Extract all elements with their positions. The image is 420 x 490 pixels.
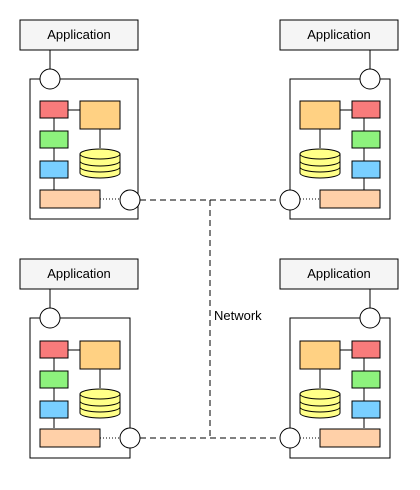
red-component <box>39 100 69 119</box>
database-icon <box>79 148 121 179</box>
blue-component <box>351 400 381 419</box>
application-port <box>39 307 61 329</box>
application-label: Application <box>307 266 371 281</box>
orange-component <box>79 100 121 130</box>
application-port <box>39 68 61 90</box>
database-icon <box>79 388 121 419</box>
network-links <box>140 199 280 439</box>
database-icon <box>299 388 341 419</box>
network-adapter-block <box>39 189 101 209</box>
network-adapter-block <box>39 428 101 448</box>
red-component <box>39 340 69 359</box>
network-port <box>119 427 141 449</box>
network-port <box>279 427 301 449</box>
node-bottom-left: Application <box>19 258 141 459</box>
orange-component <box>299 340 341 370</box>
red-component <box>351 100 381 119</box>
red-component <box>351 340 381 359</box>
orange-component <box>299 100 341 130</box>
network-port <box>279 189 301 211</box>
green-component <box>39 370 69 389</box>
blue-component <box>39 400 69 419</box>
network-adapter-block <box>319 189 381 209</box>
application-box <box>279 19 399 51</box>
network-adapter-block <box>319 428 381 448</box>
application-label: Application <box>307 27 371 42</box>
green-component <box>351 370 381 389</box>
network-port <box>119 189 141 211</box>
application-port <box>359 307 381 329</box>
application-box <box>19 19 139 51</box>
blue-component <box>39 160 69 179</box>
node-bottom-right: Application <box>279 258 399 459</box>
application-box <box>19 258 139 290</box>
application-box <box>279 258 399 290</box>
green-component <box>351 130 381 149</box>
orange-component <box>79 340 121 370</box>
blue-component <box>351 160 381 179</box>
node-top-right: Application <box>279 19 399 220</box>
node-top-left: Application <box>19 19 141 220</box>
network-label: Network <box>214 308 262 323</box>
green-component <box>39 130 69 149</box>
application-port <box>359 68 381 90</box>
application-label: Application <box>47 27 111 42</box>
database-icon <box>299 148 341 179</box>
application-label: Application <box>47 266 111 281</box>
